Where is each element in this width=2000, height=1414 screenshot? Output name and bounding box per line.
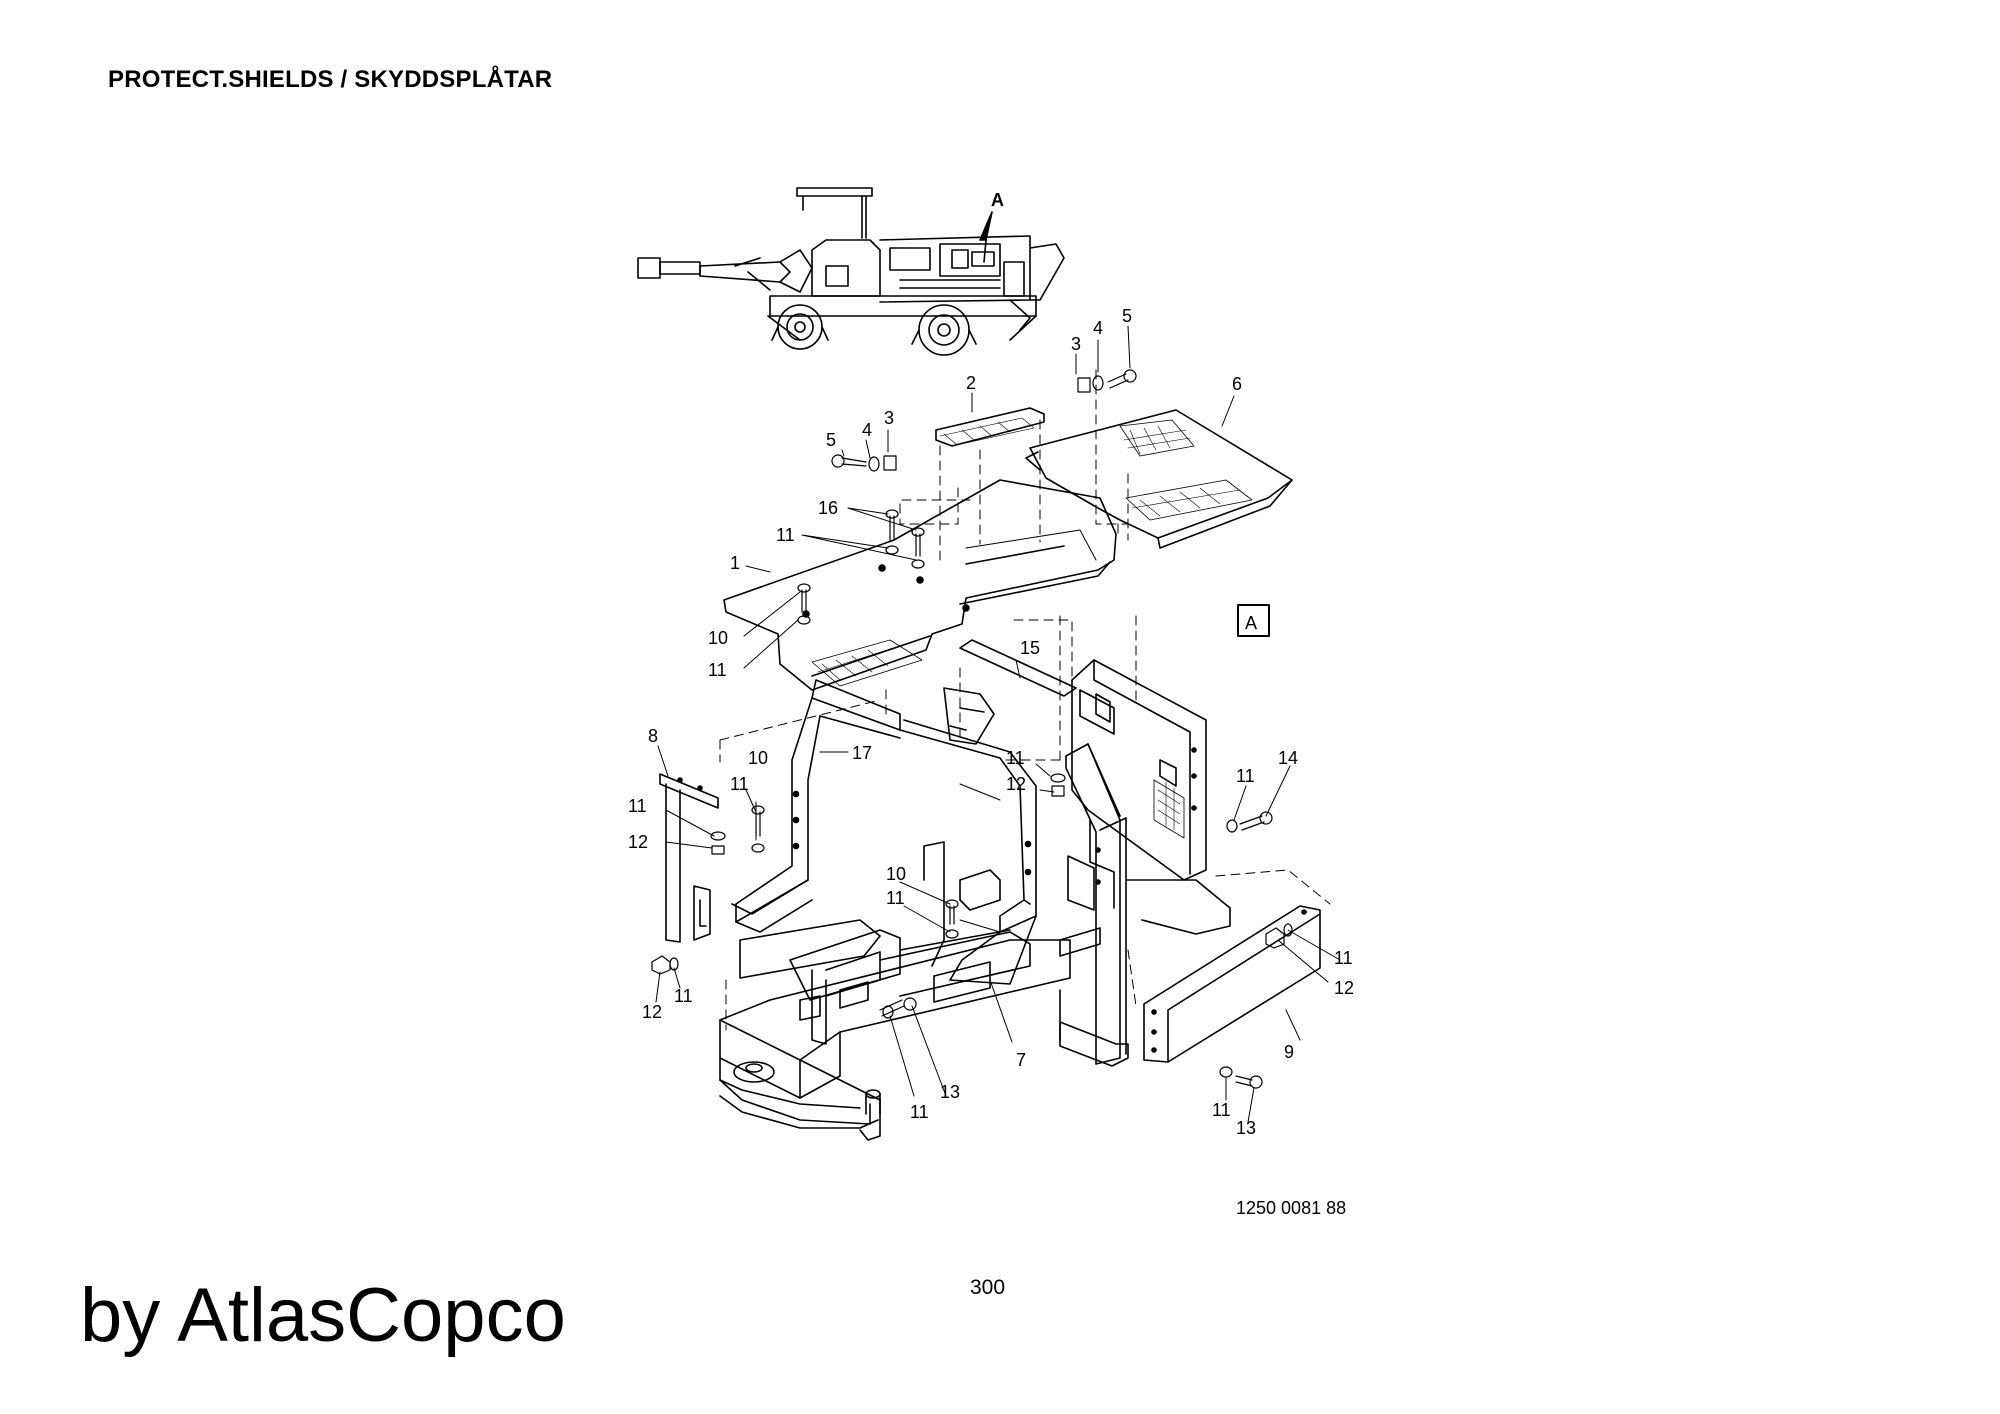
view-a-reference-box: A [1237, 604, 1270, 637]
callout-12: 12 [628, 832, 648, 852]
callout-11: 11 [1006, 748, 1025, 768]
brand-credit: by AtlasCopco [80, 1273, 566, 1358]
part-8-bracket [659, 773, 719, 943]
callout-5: 5 [1122, 306, 1132, 326]
part-6-top-shield [1025, 409, 1293, 549]
callout-10: 10 [886, 864, 906, 884]
callout-4: 4 [862, 420, 872, 440]
part-9-side-shield [1143, 905, 1321, 1063]
drawing-number: 1250 0081 88 [1236, 1198, 1347, 1218]
part-1-cover-plate [723, 479, 1117, 691]
page-number: 300 [970, 1276, 1006, 1299]
view-a-label: A [1245, 613, 1257, 633]
callout-5: 5 [826, 430, 836, 450]
callout-15: 15 [1020, 638, 1040, 658]
callout-leaders [655, 325, 1341, 1123]
callout-11: 11 [730, 774, 749, 794]
callout-11: 11 [674, 986, 693, 1006]
callout-11: 11 [1334, 948, 1353, 968]
machine-overview-illustration [637, 187, 1065, 356]
callout-17: 17 [852, 743, 872, 763]
callout-10: 10 [708, 628, 728, 648]
callout-11: 11 [910, 1102, 929, 1122]
right-side-frame [1059, 659, 1231, 1067]
part-15-bar [959, 639, 1077, 697]
callout-11: 11 [1236, 766, 1255, 786]
base-chassis [719, 869, 1101, 1141]
callout-7: 7 [1016, 1050, 1026, 1070]
callout-13: 13 [940, 1082, 960, 1102]
fasteners [651, 369, 1293, 1089]
callout-11: 11 [708, 660, 727, 680]
part-2-small-shield [935, 407, 1045, 447]
callout-12: 12 [1006, 774, 1026, 794]
callout-3: 3 [884, 408, 894, 428]
callout-16: 16 [818, 498, 838, 518]
callout-1: 1 [730, 553, 740, 573]
callout-11: 11 [628, 796, 647, 816]
callout-3: 3 [1071, 334, 1081, 354]
callout-10: 10 [748, 748, 768, 768]
callout-11: 11 [886, 888, 905, 908]
callout-11: 11 [776, 525, 795, 545]
assembly-lines [719, 369, 1331, 1031]
callout-6: 6 [1232, 374, 1242, 394]
callout-12: 12 [642, 1002, 662, 1022]
callout-11: 11 [1212, 1100, 1231, 1120]
callout-9: 9 [1284, 1042, 1294, 1062]
callout-2: 2 [966, 373, 976, 393]
page-title: PROTECT.SHIELDS / SKYDDSPLÅTAR [108, 66, 553, 93]
view-marker-label: A [991, 190, 1004, 210]
callout-14: 14 [1278, 748, 1298, 768]
callout-4: 4 [1093, 318, 1103, 338]
callout-8: 8 [648, 726, 658, 746]
callout-12: 12 [1334, 978, 1354, 998]
callout-13: 13 [1236, 1118, 1256, 1138]
part-17-roll-cage [731, 679, 1037, 985]
callout-numbers: 2 3 4 5 6 5 4 3 16 11 1 10 11 15 17 8 10… [628, 306, 1354, 1138]
